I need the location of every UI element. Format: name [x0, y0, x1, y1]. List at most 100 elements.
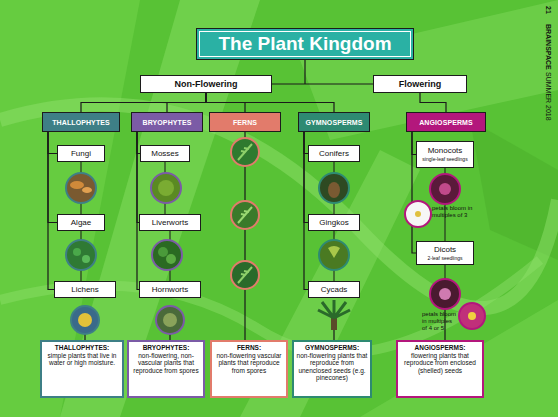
node-label: Monocots [428, 146, 463, 156]
node-note: single-leaf seedlings [422, 156, 467, 163]
type-box: Algae [57, 214, 105, 231]
node-note: non-flowering plants that reproduce from… [296, 352, 368, 382]
fern-frond [238, 267, 252, 283]
node-label: BRYOPHYTES: [143, 344, 190, 352]
node-label: Lichens [71, 285, 99, 294]
description-box: GYMNOSPERMS:non-flowering plants that re… [292, 340, 372, 398]
type-box: Fungi [57, 145, 105, 162]
node-label: ANGIOSPERMS [419, 119, 473, 126]
node-label: Fungi [71, 149, 91, 158]
fern-photo [231, 201, 259, 229]
monocot-photo [430, 174, 460, 204]
pinecone [328, 182, 340, 198]
flower-detail [439, 183, 451, 195]
type-box: Cycads [308, 281, 360, 298]
node-label: Conifers [319, 149, 349, 158]
node-label: GYMNOSPERMS [305, 119, 362, 126]
fern-frond [238, 144, 252, 160]
tree-connector [167, 93, 206, 112]
liverwort-detail [158, 247, 168, 257]
type-box: Mosses [140, 145, 190, 162]
node-note: simple plants that live in water or high… [44, 352, 120, 367]
fungi-cap [82, 187, 92, 193]
description-box: THALLOPHYTES:simple plants that live in … [40, 340, 124, 398]
group-header: BRYOPHYTES [131, 112, 203, 132]
gingko-photo [319, 240, 349, 270]
tree-connector [137, 132, 139, 290]
gingko-leaf [328, 246, 340, 258]
liverwort-photo [152, 240, 182, 270]
node-label: THALLOPHYTES [52, 119, 110, 126]
branch-box: Non-Flowering [140, 75, 272, 93]
bg-swirl [0, 104, 558, 308]
group-header: THALLOPHYTES [42, 112, 120, 132]
flower-detail [439, 288, 451, 300]
fungi-photo [66, 173, 96, 203]
node-note: non-flowering vascular plants that repro… [214, 352, 284, 375]
node-label: THALLOPHYTES: [55, 344, 110, 352]
node-label: Gingkos [319, 218, 348, 227]
node-label: GYMNOSPERMS: [305, 344, 359, 352]
hornwort-detail [163, 313, 177, 327]
type-box: Liverworts [139, 214, 201, 231]
lichen-photo [71, 306, 99, 334]
type-box: Dicots2-leaf seedlings [416, 241, 474, 265]
group-header: GYMNOSPERMS [298, 112, 370, 132]
fern-photo [231, 261, 259, 289]
node-label: FERNS: [237, 344, 261, 352]
node-label: Mosses [151, 149, 179, 158]
node-note: 2-leaf seedlings [427, 255, 462, 262]
description-box: BRYOPHYTES:non-flowering, non-vascular p… [127, 340, 205, 398]
node-label: Non-Flowering [175, 79, 238, 89]
description-box: ANGIOSPERMS:flowering plants that reprod… [396, 340, 484, 398]
node-label: FERNS [233, 119, 257, 126]
type-box: Conifers [308, 145, 360, 162]
moss-detail [158, 180, 174, 196]
algae-detail [82, 255, 90, 263]
title: The Plant Kingdom [218, 33, 391, 55]
lichen-detail [78, 313, 92, 327]
bg-shape [360, 300, 558, 417]
title-box: The Plant Kingdom [196, 28, 414, 60]
fern-frond [238, 207, 252, 223]
fungi-cap [70, 181, 84, 189]
node-label: BRYOPHYTES [143, 119, 192, 126]
type-box: Monocotssingle-leaf seedlings [416, 141, 474, 168]
flower-detail [415, 211, 421, 217]
page-number: 21 [544, 6, 553, 14]
cycad-photo [318, 300, 350, 330]
node-label: ANGIOSPERMS: [415, 344, 466, 352]
type-box: Hornworts [139, 281, 201, 298]
node-note: flowering plants that reproduce from enc… [400, 352, 480, 375]
annotation: petals bloom in multiples of 4 or 5 [422, 311, 458, 332]
hornwort-photo [156, 306, 184, 334]
tree-connector [48, 132, 54, 290]
title-line [304, 60, 305, 84]
moss-photo [151, 173, 181, 203]
node-label: Hornworts [152, 285, 188, 294]
magazine-name: BRAINSPACE [544, 24, 553, 70]
node-label: Dicots [434, 245, 456, 255]
group-header: ANGIOSPERMS [406, 112, 486, 132]
algae-photo [66, 240, 96, 270]
algae-detail [73, 248, 81, 256]
tree-connector [48, 132, 57, 223]
node-note: non-flowering, non-vascular plants that … [131, 352, 201, 375]
leader-line [333, 330, 334, 340]
tree-connector [206, 93, 334, 112]
title-line [272, 83, 373, 84]
flower-photo [459, 303, 485, 329]
fern-photo [231, 138, 259, 166]
bg-shape [300, 0, 558, 140]
leader-line [445, 265, 446, 280]
branch-box: Flowering [373, 75, 467, 93]
type-box: Gingkos [308, 214, 360, 231]
flower-detail [468, 312, 476, 320]
flower-photo [405, 201, 431, 227]
tree-connector [420, 93, 446, 112]
type-box: Lichens [54, 281, 116, 298]
tree-connector [48, 132, 57, 154]
tree-connector [81, 93, 206, 112]
